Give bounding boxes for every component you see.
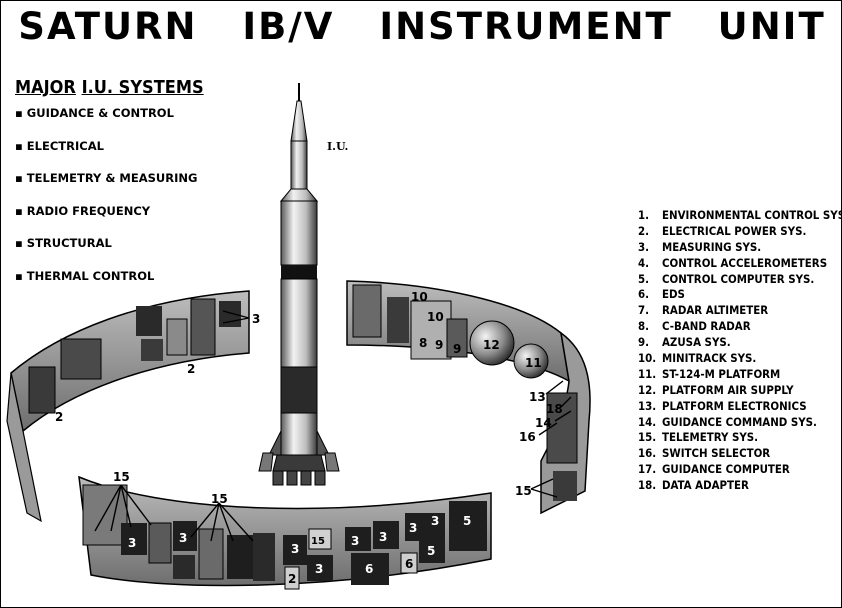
systems-heading-rest: I.U. SYSTEMS — [81, 77, 204, 98]
system-item: THERMAL CONTROL — [15, 268, 197, 301]
callout-15: 15 — [515, 484, 532, 498]
callout-9: 9 — [435, 338, 443, 352]
legend-item: 2.ELECTRICAL POWER SYS. — [638, 223, 807, 238]
callout-16: 16 — [519, 430, 536, 444]
box-label: 6 — [365, 562, 373, 576]
callout-15: 15 — [211, 492, 228, 506]
saturn-rocket — [258, 83, 340, 486]
callout-18: 18 — [546, 402, 563, 416]
box-label: 3 — [291, 542, 299, 556]
legend-item: 12.PLATFORM AIR SUPPLY — [638, 382, 794, 397]
callout-9: 9 — [453, 342, 461, 356]
callout-2: 2 — [55, 410, 63, 424]
legend-item: 3.MEASURING SYS. — [638, 239, 762, 254]
legend-item: 10.MINITRACK SYS. — [638, 351, 757, 366]
box-label: 5 — [463, 514, 471, 528]
legend-item: 14.GUIDANCE COMMAND SYS. — [638, 414, 817, 429]
leader-lines — [94, 310, 572, 542]
callout-15: 15 — [113, 470, 130, 484]
system-item: ELECTRICAL — [15, 138, 197, 171]
ring-segment-upper-left — [6, 290, 250, 523]
callout-11: 11 — [525, 356, 542, 370]
box-label: 3 — [431, 514, 439, 528]
box-label: 2 — [288, 572, 296, 586]
legend-item: 5.CONTROL COMPUTER SYS. — [638, 271, 815, 286]
legend-item: 11.ST-124-M PLATFORM — [638, 366, 781, 381]
page-title: SATURN IB/V INSTRUMENT UNIT — [18, 5, 826, 48]
legend-item: 8.C-BAND RADAR — [638, 319, 751, 334]
callout-14: 14 — [535, 416, 552, 430]
systems-list: GUIDANCE & CONTROL ELECTRICAL TELEMETRY … — [15, 105, 198, 301]
callout-10: 10 — [427, 310, 444, 324]
callout-2: 2 — [187, 362, 195, 376]
ring-segment-upper-right — [346, 280, 591, 515]
system-item: TELEMETRY & MEASURING — [15, 170, 198, 203]
box-label: 3 — [379, 530, 387, 544]
legend-item: 4.CONTROL ACCELEROMETERS — [638, 255, 828, 270]
system-item: STRUCTURAL — [15, 235, 197, 268]
box-label: 3 — [409, 521, 417, 535]
legend-item: 9.AZUSA SYS. — [638, 335, 731, 350]
system-item: RADIO FREQUENCY — [15, 203, 197, 236]
legend-item: 16.SWITCH SELECTOR — [638, 446, 771, 461]
legend-item: 17.GUIDANCE COMPUTER — [638, 462, 790, 477]
box-label: 3 — [179, 531, 187, 545]
box-label: 6 — [405, 557, 413, 571]
callout-3: 3 — [252, 312, 260, 326]
system-item: GUIDANCE & CONTROL — [15, 105, 197, 138]
box-label: 3 — [128, 536, 136, 550]
callout-13: 13 — [529, 390, 546, 404]
legend-item: 18.DATA ADAPTER — [638, 478, 749, 493]
ring-segment-bottom — [78, 475, 492, 590]
box-label: 3 — [351, 534, 359, 548]
legend-item: 6.EDS — [638, 287, 685, 302]
legend-item: 13.PLATFORM ELECTRONICS — [638, 398, 807, 413]
legend-item: 7.RADAR ALTIMETER — [638, 303, 769, 318]
legend-item: 15.TELEMETRY SYS. — [638, 430, 759, 445]
component-legend: 1.ENVIRONMENTAL CONTROL SYS. 2.ELECTRICA… — [638, 208, 842, 494]
callout-8: 8 — [419, 336, 427, 350]
callout-12: 12 — [483, 338, 500, 352]
legend-item: 1.ENVIRONMENTAL CONTROL SYS. — [638, 208, 842, 222]
callout-10: 10 — [411, 290, 428, 304]
box-label: 15 — [311, 536, 325, 547]
systems-heading-prefix: MAJOR — [15, 77, 76, 98]
box-label: 5 — [427, 544, 435, 558]
iu-label: I.U. — [327, 140, 349, 153]
box-label: 3 — [315, 562, 323, 576]
systems-heading: MAJOR I.U. SYSTEMS — [15, 77, 204, 98]
